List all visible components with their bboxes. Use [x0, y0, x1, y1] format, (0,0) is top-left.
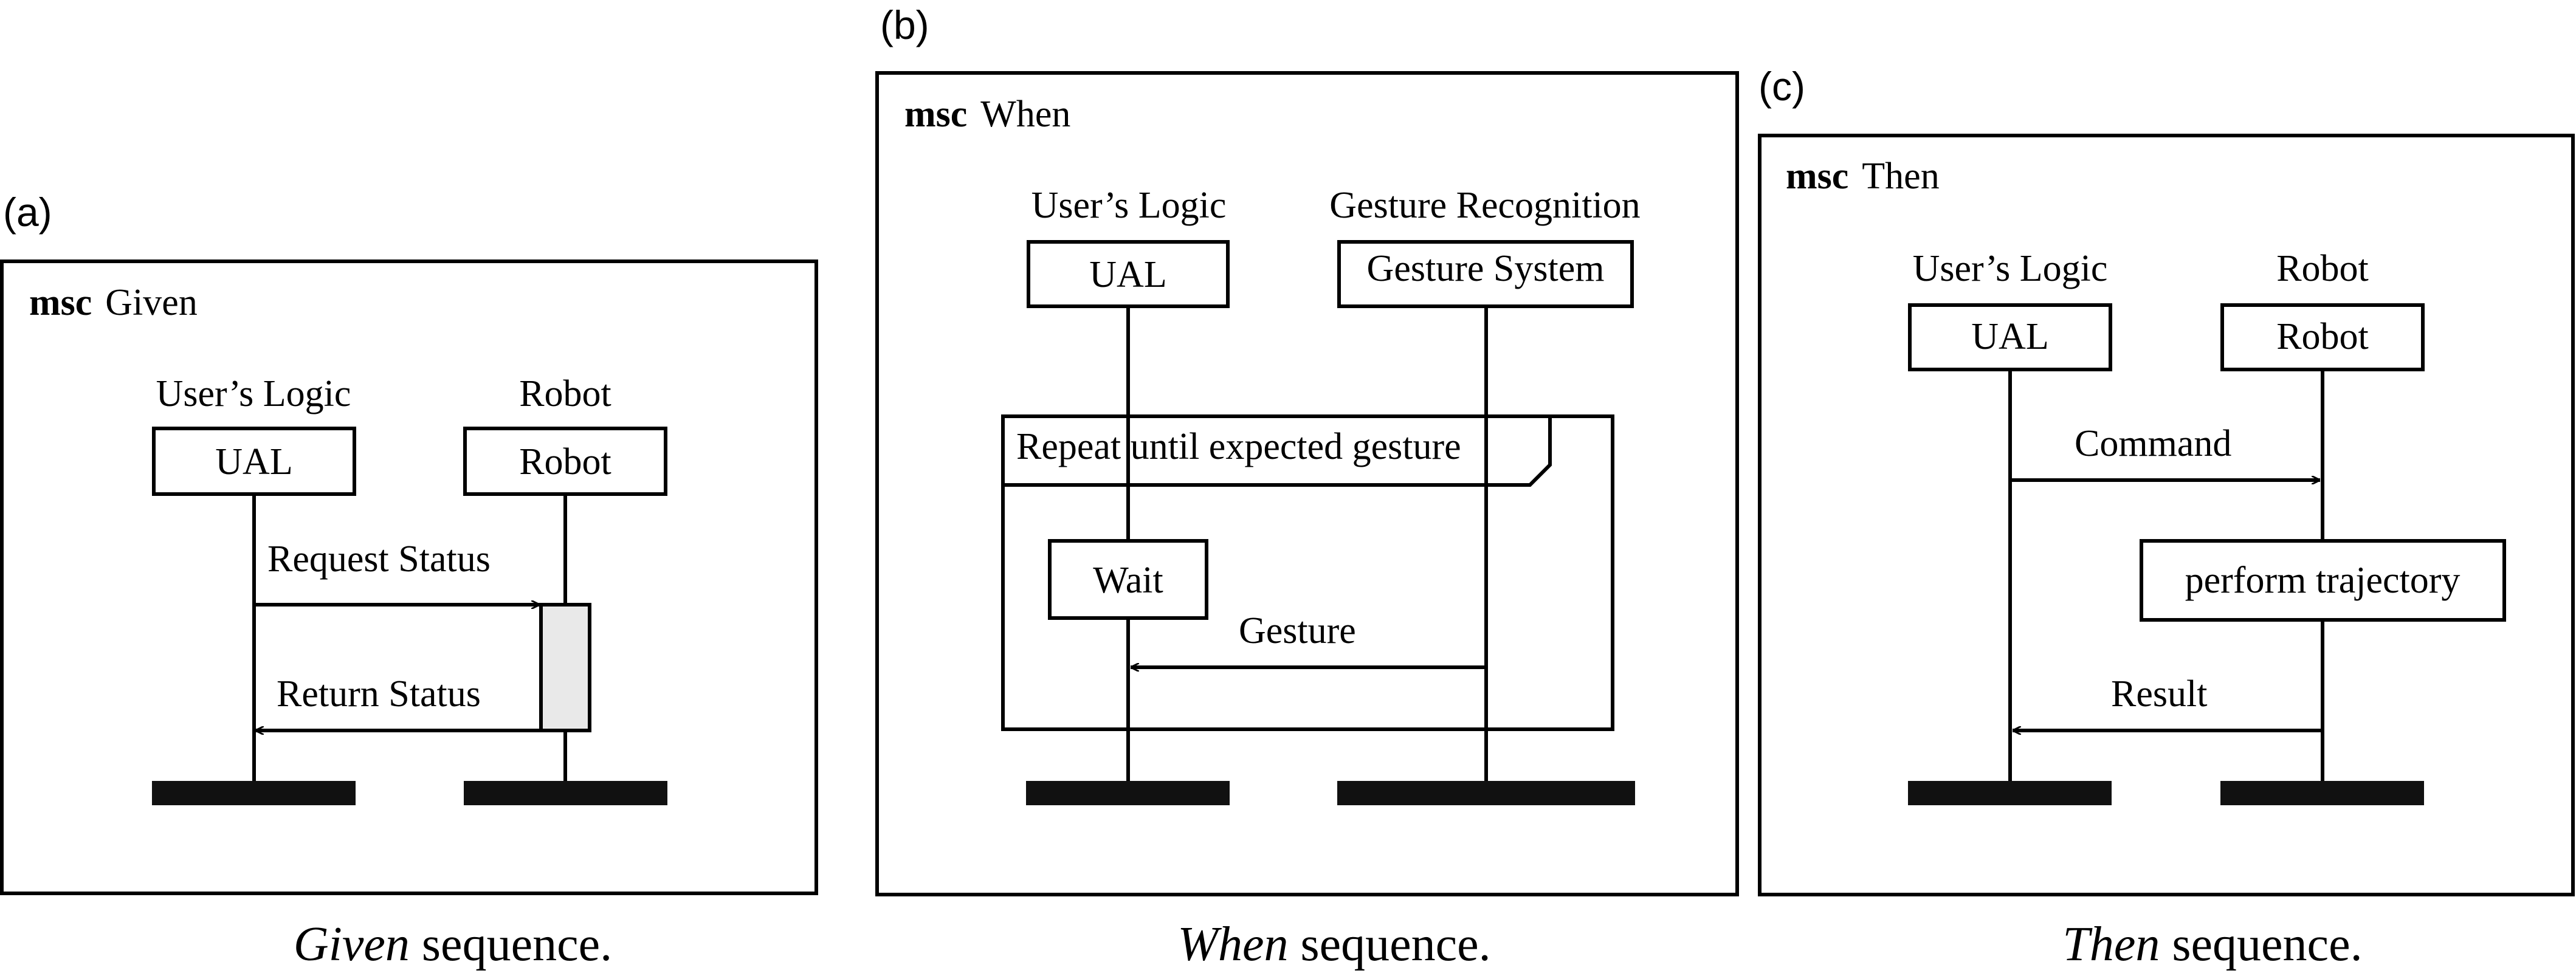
loop-label-tab [1003, 416, 1552, 487]
action-box [2140, 539, 2506, 622]
panel-a-frame [0, 259, 818, 895]
instance-end-bar [2220, 781, 2424, 805]
instance-role-label: User’s Logic [156, 373, 351, 414]
panel-c: (c) msc Then User’s Logic UAL Robot Robot… [1758, 64, 2575, 971]
instance-role-label: User’s Logic [1031, 185, 1227, 226]
instance-name: UAL [1089, 254, 1166, 295]
loop-label: Repeat until expected gesture [1016, 426, 1461, 467]
action-label: Wait [1093, 560, 1163, 601]
instance-end-bar [1337, 781, 1635, 805]
instance-role-label: User’s Logic [1913, 248, 2108, 289]
instance-role-label: Robot [519, 373, 611, 414]
instance-end-bar [464, 781, 667, 805]
action-box [1048, 539, 1208, 620]
message-label: Result [2111, 673, 2207, 715]
instance-end-bar [152, 781, 356, 805]
instance-role-label: Robot [2276, 248, 2369, 289]
panel-b-caption: When sequence. [1177, 918, 1490, 971]
instance-end-bar [1908, 781, 2112, 805]
panel-c-caption: Then sequence. [2062, 918, 2362, 971]
panel-a-tag: (a) [3, 190, 52, 235]
instance-box [1337, 240, 1634, 308]
instance-name: UAL [1971, 316, 2048, 357]
panel-c-tag: (c) [1758, 64, 1805, 109]
panel-c-title: msc Then [1786, 156, 1940, 197]
msc-keyword: msc [904, 94, 967, 135]
action-label: perform trajectory [2185, 560, 2461, 601]
message-label: Command [2075, 423, 2231, 464]
instance-name: UAL [215, 441, 292, 483]
panel-b-tag: (b) [880, 2, 929, 47]
panel-a-caption: Given sequence. [294, 918, 612, 971]
instance-name: Robot [519, 441, 611, 483]
msc-keyword: msc [1786, 156, 1848, 197]
loop-frame [1001, 414, 1614, 731]
instance-box [1027, 240, 1230, 308]
instance-name: Gesture System [1367, 248, 1605, 289]
msc-name: Given [105, 282, 198, 323]
message-label: Gesture [1239, 610, 1356, 651]
msc-name: Then [1862, 156, 1939, 197]
instance-name: Robot [2276, 316, 2369, 357]
instance-role-label: Gesture Recognition [1329, 185, 1640, 226]
message-label: Request Status [267, 538, 491, 580]
msc-name: When [980, 94, 1070, 135]
message-label: Return Status [277, 673, 481, 715]
panel-a: (a) msc Given User’s Logic UAL Robot Robo… [0, 190, 818, 971]
panel-b-title: msc When [904, 94, 1070, 135]
msc-keyword: msc [29, 282, 92, 323]
panel-b: (b) msc When User’s Logic UAL Gesture Rec… [875, 2, 1739, 971]
activation-box [539, 603, 591, 732]
panel-a-title: msc Given [29, 282, 198, 323]
instance-end-bar [1026, 781, 1230, 805]
panel-c-frame [1758, 134, 2575, 896]
instance-box [2220, 303, 2425, 371]
instance-box [1908, 303, 2112, 371]
